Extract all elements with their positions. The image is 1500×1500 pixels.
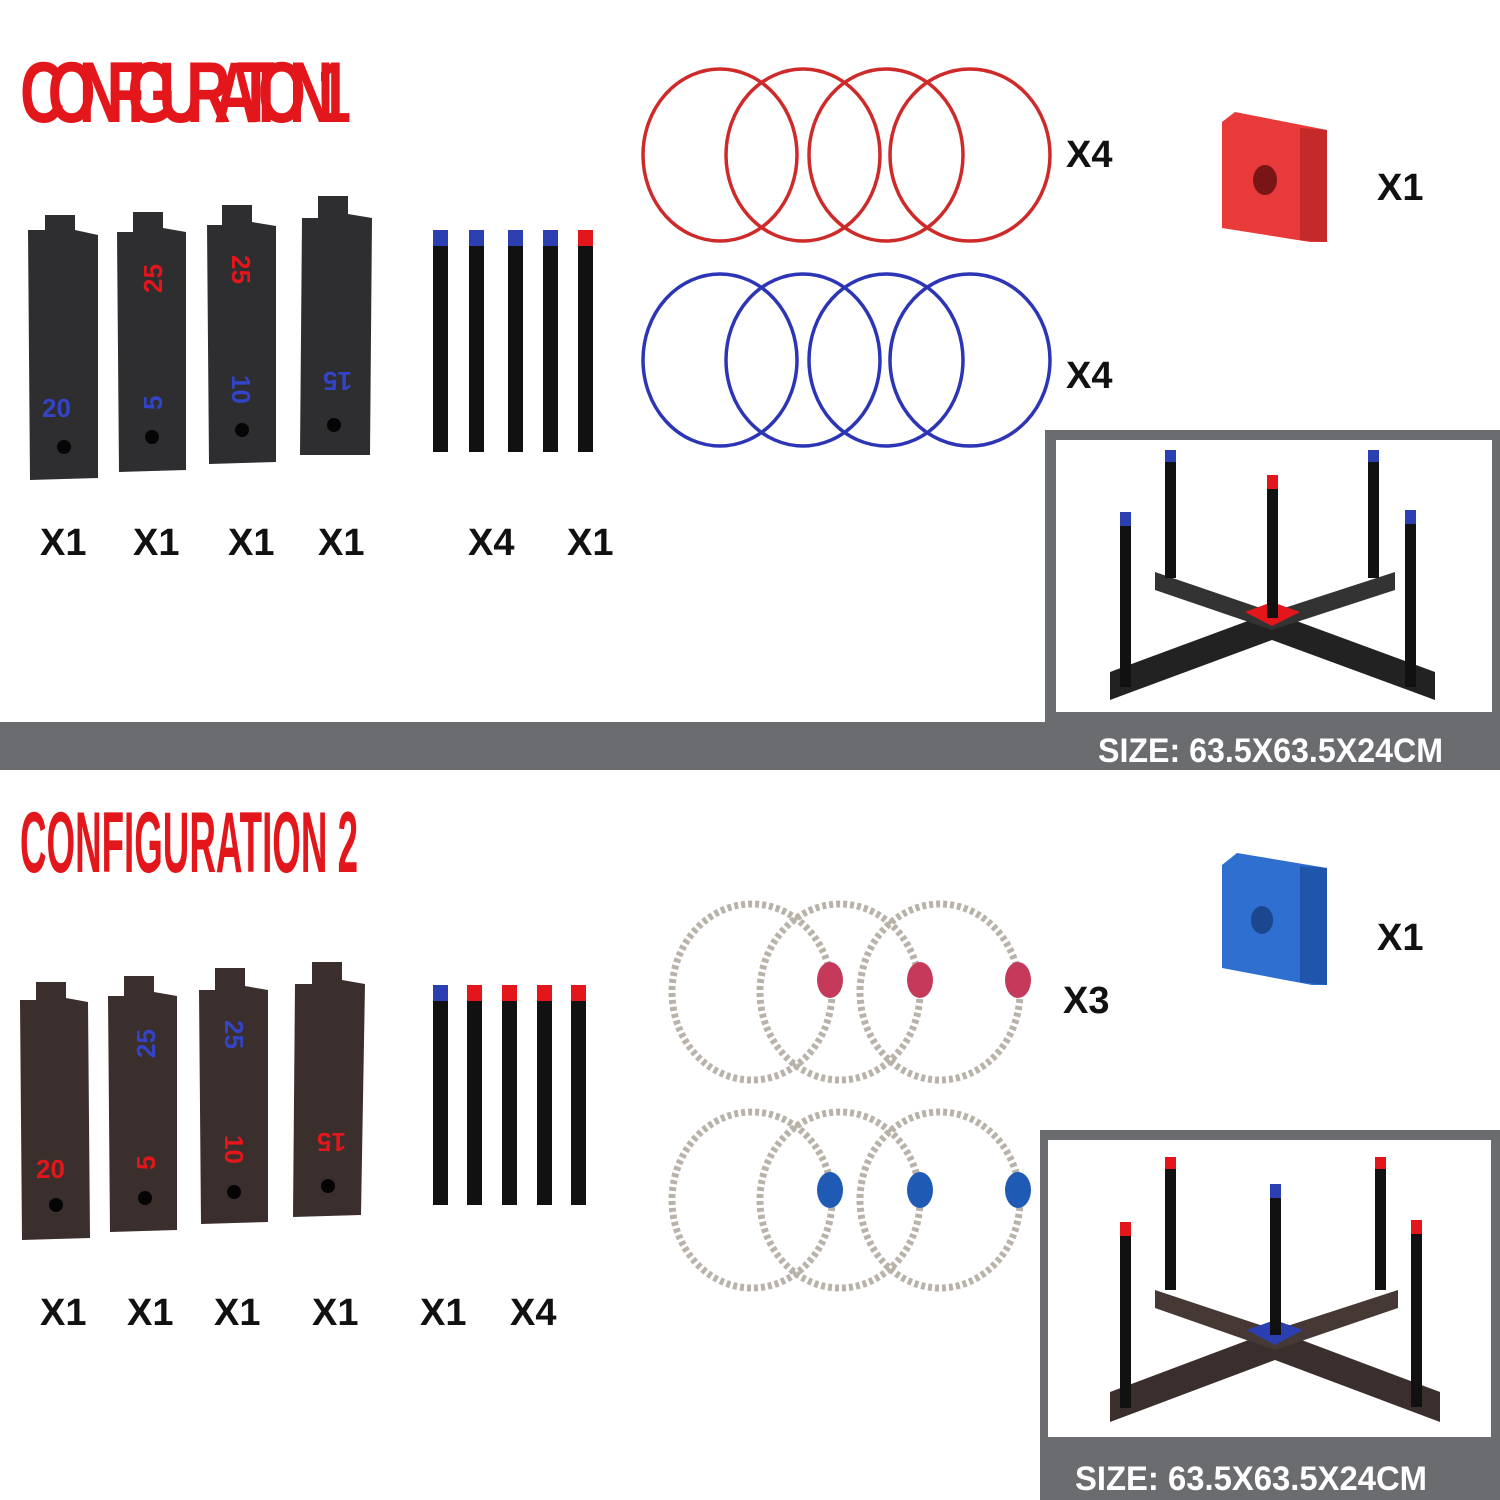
center-block-qty: X1 bbox=[1377, 917, 1423, 959]
block-score-top: 25 bbox=[219, 1020, 249, 1049]
red-rings-qty: X4 bbox=[1066, 134, 1112, 176]
block-score-top: 25 bbox=[226, 255, 256, 284]
config2-title: CONFIGURATION 2 bbox=[20, 795, 358, 891]
blue-rings bbox=[641, 272, 1052, 448]
block-qty: X1 bbox=[318, 522, 364, 564]
score-block: 25 10 bbox=[207, 205, 276, 464]
score-block: 15 bbox=[300, 196, 372, 455]
block-qty: X1 bbox=[40, 1292, 86, 1334]
block-score-top: 25 bbox=[138, 264, 168, 293]
block-score-bottom: 20 bbox=[42, 393, 71, 423]
config1-blocks: 20 25 5 25 10 15 bbox=[28, 196, 372, 480]
config1-section: CONFIGURATION 1 20 25 5 25 10 15 bbox=[20, 44, 1500, 770]
block-score-bottom: 10 bbox=[226, 375, 256, 404]
block-score-bottom: 5 bbox=[131, 1156, 161, 1170]
block-score-bottom: 15 bbox=[323, 366, 352, 396]
block-score-bottom: 10 bbox=[219, 1135, 249, 1164]
config2-blocks: 20 25 5 25 10 15 bbox=[20, 962, 365, 1240]
block-qty: X1 bbox=[228, 522, 274, 564]
pole-qty-red: X1 bbox=[567, 522, 613, 564]
config2-section: CONFIGURATION 2 20 25 5 25 10 15 bbox=[20, 795, 1500, 1500]
config1-title: CONFIGURATION 1 bbox=[20, 44, 351, 140]
score-block: 15 bbox=[293, 962, 365, 1217]
score-block: 25 5 bbox=[117, 212, 186, 472]
size-label: SIZE: 63.5X63.5X24CM bbox=[1098, 732, 1443, 770]
red-beads bbox=[817, 962, 1031, 998]
pole-qty-red: X4 bbox=[510, 1292, 556, 1334]
score-block: 20 bbox=[28, 215, 98, 480]
rope-rings-blue bbox=[668, 1108, 1024, 1292]
block-score-bottom: 20 bbox=[36, 1154, 65, 1184]
score-block: 25 10 bbox=[199, 968, 268, 1224]
rope-rings-qty: X3 bbox=[1063, 980, 1109, 1022]
pole-qty-blue: X4 bbox=[468, 522, 514, 564]
score-block: 20 bbox=[20, 982, 90, 1240]
blue-center-block bbox=[1222, 853, 1327, 985]
assembled-preview-2: SIZE: 63.5X63.5X24CM bbox=[1040, 1130, 1500, 1500]
config1-poles bbox=[433, 230, 593, 452]
block-qty: X1 bbox=[133, 522, 179, 564]
rope-rings-red bbox=[668, 900, 1024, 1084]
pole-qty-blue: X1 bbox=[420, 1292, 466, 1334]
block-score-bottom: 5 bbox=[138, 396, 168, 410]
block-score-top: 25 bbox=[131, 1029, 161, 1058]
block-qty: X1 bbox=[127, 1292, 173, 1334]
block-qty: X1 bbox=[312, 1292, 358, 1334]
red-rings bbox=[641, 67, 1052, 243]
config2-poles bbox=[433, 985, 586, 1205]
blue-beads bbox=[817, 1172, 1031, 1208]
block-qty: X1 bbox=[214, 1292, 260, 1334]
score-block: 25 5 bbox=[108, 976, 177, 1232]
block-score-bottom: 15 bbox=[317, 1127, 346, 1157]
red-center-block bbox=[1222, 112, 1327, 242]
blue-rings-qty: X4 bbox=[1066, 355, 1112, 397]
center-block-qty: X1 bbox=[1377, 167, 1423, 209]
size-label: SIZE: 63.5X63.5X24CM bbox=[1075, 1460, 1427, 1498]
assembled-preview-1: SIZE: 63.5X63.5X24CM bbox=[1045, 430, 1500, 770]
block-qty: X1 bbox=[40, 522, 86, 564]
